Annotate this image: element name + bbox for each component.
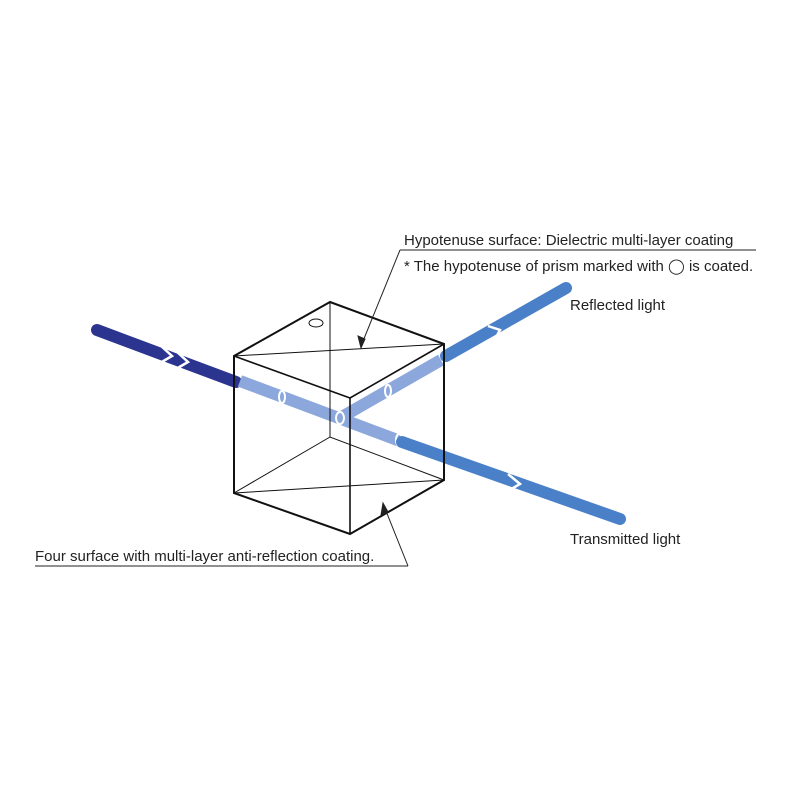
chevron-icon [487, 324, 502, 342]
internal-beam [237, 354, 444, 447]
prism-cube [233, 300, 445, 536]
chevron-icon [159, 344, 175, 365]
reflected-beam [440, 282, 572, 362]
coated-mark-icon [308, 318, 324, 328]
incident-beam [91, 324, 242, 388]
chevron-icon [507, 473, 523, 493]
transmitted-beam [396, 436, 626, 525]
transmitted-light-label: Transmitted light [570, 531, 681, 548]
reflected-light-label: Reflected light [570, 297, 666, 314]
hypotenuse-label: Hypotenuse surface: Dielectric multi-lay… [404, 232, 733, 249]
four-surface-label: Four surface with multi-layer anti-refle… [35, 548, 374, 565]
hypotenuse-leader [357, 249, 756, 350]
hypotenuse-bottom-edge [233, 479, 445, 494]
hypotenuse-top-edge [233, 343, 445, 357]
chevron-icon [175, 350, 191, 371]
coating-note: * The hypotenuse of prism marked with ◯ … [404, 258, 753, 275]
four-surface-leader [35, 501, 409, 567]
